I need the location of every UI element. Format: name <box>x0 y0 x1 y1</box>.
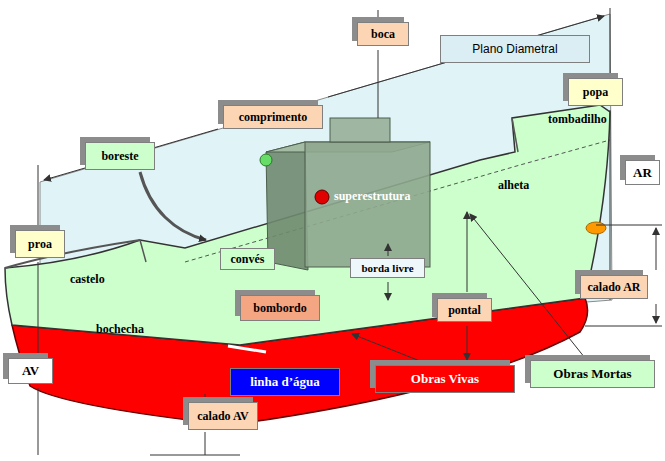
part-label: convés <box>220 248 275 270</box>
side-label: boreste <box>85 142 155 170</box>
freeboard-arrow <box>388 282 389 300</box>
label-text: Obras Vivas <box>411 371 479 387</box>
part-label: proa <box>15 230 65 258</box>
length-arrow <box>328 16 604 97</box>
side-label: bombordo <box>240 295 320 321</box>
label-text: Plano Diametral <box>472 42 557 56</box>
starboard-pointer <box>140 172 206 240</box>
depth-arrow <box>467 326 468 360</box>
label-text: calado AR <box>587 280 640 295</box>
draft-arrow <box>656 228 657 270</box>
draft-tick <box>596 225 662 226</box>
depth-arrow <box>467 212 468 292</box>
label-text: comprimento <box>239 110 308 125</box>
dimension-label: boca <box>357 22 409 46</box>
bridge-block <box>330 118 390 142</box>
draft-tick <box>150 455 240 456</box>
label-text: AR <box>633 165 652 181</box>
topside-hull <box>5 105 610 345</box>
label-text: boca <box>371 27 395 42</box>
waterline-label: linha d’água <box>230 368 340 396</box>
beam-line <box>378 10 379 18</box>
dimension-label: pontal <box>437 298 492 322</box>
waterline-mark <box>228 346 266 352</box>
dimension-label: calado AV <box>188 402 258 430</box>
part-name: tombadilho <box>548 112 607 127</box>
part-name: castelo <box>70 272 105 287</box>
topside-pointer <box>470 214 585 358</box>
dimension-label: calado AR <box>580 275 648 299</box>
beam-line <box>378 50 379 118</box>
label-text: proa <box>28 237 52 252</box>
stern-perpendicular <box>610 8 611 74</box>
starboard-light <box>260 154 272 166</box>
plane-label: Plano Diametral <box>440 35 590 63</box>
label-text: borda livre <box>361 262 413 274</box>
label-text: calado AV <box>197 409 248 424</box>
stern-light <box>586 222 606 234</box>
bow-perpendicular <box>38 262 39 354</box>
port-light <box>315 190 329 204</box>
end-label: AR <box>625 160 660 185</box>
label-text: Obras Mortas <box>553 366 631 382</box>
freeboard-arrow <box>388 244 389 256</box>
label-text: AV <box>22 363 39 379</box>
dimension-label: borda livre <box>350 258 425 278</box>
label-text: linha d’água <box>250 374 320 390</box>
label-text: convés <box>231 252 265 267</box>
hull-zone-label: Obras Mortas <box>530 360 655 388</box>
label-text: boreste <box>101 149 138 164</box>
hull-zone-label: Obras Vivas <box>375 365 515 393</box>
dimension-label: comprimento <box>223 105 323 129</box>
bow-perpendicular <box>38 165 39 226</box>
label-text: pontal <box>448 303 481 318</box>
length-arrow <box>44 129 218 180</box>
underwater-pointer <box>352 334 430 365</box>
label-text: popa <box>583 85 608 100</box>
label-text: bombordo <box>253 301 306 316</box>
part-label: popa <box>568 78 623 106</box>
draft-arrow <box>205 432 206 455</box>
part-name: alheta <box>498 178 529 193</box>
draft-arrow <box>656 304 657 323</box>
poop-break <box>512 118 518 152</box>
bow-perpendicular <box>38 388 39 455</box>
part-name: superestrutura <box>334 189 410 204</box>
stern-perpendicular <box>610 110 611 300</box>
end-label: AV <box>8 358 53 384</box>
forecastle-break <box>140 240 146 262</box>
draft-tick <box>585 326 662 327</box>
part-name: bochecha <box>96 322 144 337</box>
superstructure-front <box>305 142 430 267</box>
